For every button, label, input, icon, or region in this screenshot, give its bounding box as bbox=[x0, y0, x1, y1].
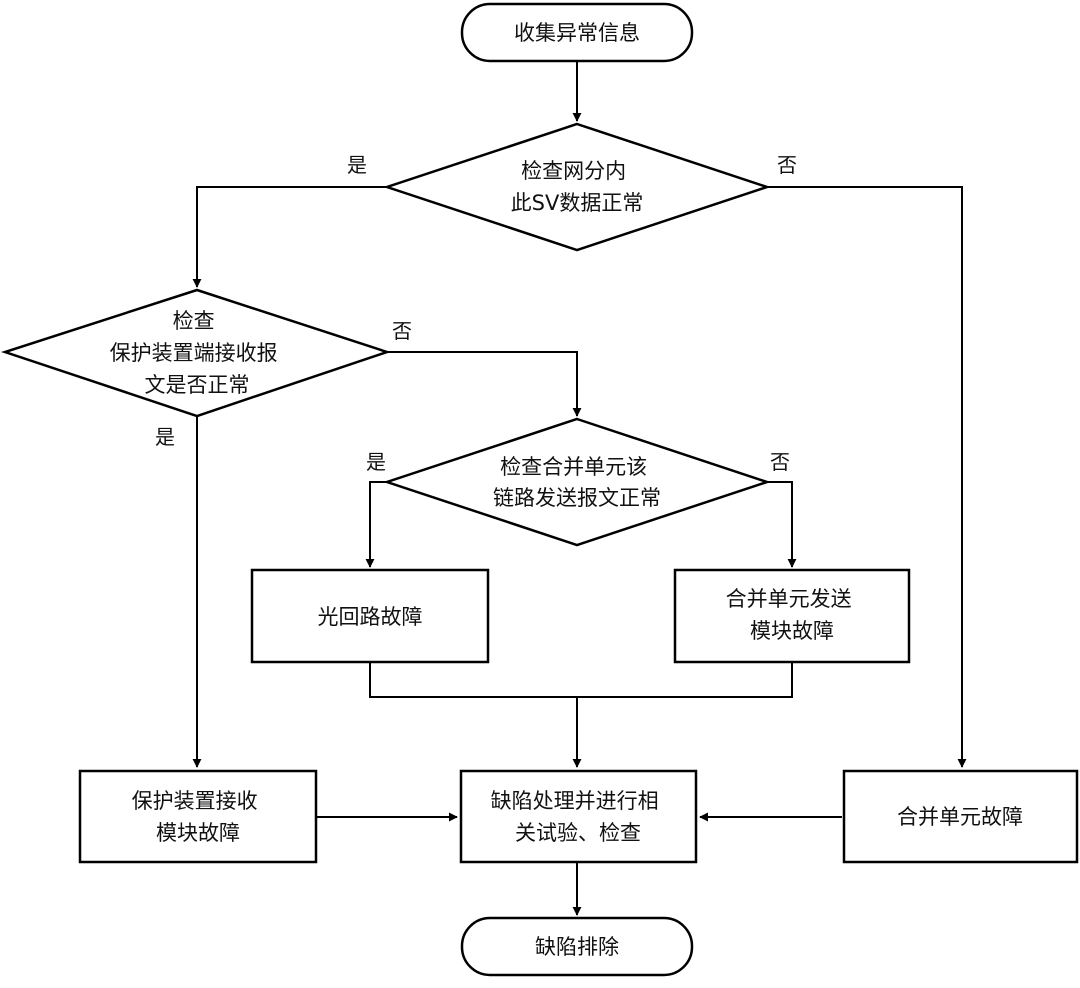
svg-text:合并单元故障: 合并单元故障 bbox=[897, 805, 1023, 829]
end-label: 缺陷排除 bbox=[535, 935, 619, 959]
check-merge-diamond bbox=[383, 417, 771, 547]
svg-text:检查网分内 此SV数据正常: 检查网分内 此SV数据正常 bbox=[511, 159, 644, 215]
check-protect-label-line-1: 检查 bbox=[173, 309, 215, 333]
check-sv-label-line-1: 检查网分内 bbox=[521, 159, 626, 183]
handle-node: 缺陷处理并进行相 关试验、检查 bbox=[459, 769, 698, 864]
sv-no-label: 否 bbox=[777, 153, 797, 177]
merge-send-fault-box bbox=[673, 568, 911, 664]
edge-optical-merge-join bbox=[369, 662, 793, 698]
check-merge-label-line-2: 链路发送报文正常 bbox=[493, 486, 661, 510]
edge-check-protect-no bbox=[387, 351, 582, 417]
merge-yes-label: 是 bbox=[366, 450, 386, 474]
handle-label-line-1: 缺陷处理并进行相 bbox=[491, 789, 659, 813]
merge-fault-label: 合并单元故障 bbox=[897, 805, 1023, 829]
start-terminator bbox=[460, 2, 694, 63]
edge-check-sv-no bbox=[767, 186, 967, 768]
svg-text:否: 否 bbox=[770, 450, 790, 474]
check-sv-decision: 检查网分内 此SV数据正常 bbox=[383, 122, 771, 252]
optical-fault-node: 光回路故障 bbox=[250, 568, 490, 664]
protect-recv-fault-node: 保护装置接收 模块故障 bbox=[78, 769, 318, 864]
svg-text:缺陷处理并进行相 关试验、检查: 缺陷处理并进行相 关试验、检查 bbox=[491, 789, 666, 845]
optical-fault-label: 光回路故障 bbox=[318, 605, 423, 629]
svg-text:合并单元发送 模块故障: 合并单元发送 模块故障 bbox=[726, 587, 859, 643]
svg-text:是: 是 bbox=[347, 153, 367, 177]
merge-fault-box bbox=[842, 769, 1079, 864]
start-label: 收集异常信息 bbox=[514, 21, 640, 45]
sv-yes-label: 是 bbox=[347, 153, 367, 177]
svg-text:是: 是 bbox=[155, 425, 175, 449]
svg-text:否: 否 bbox=[392, 319, 412, 343]
svg-text:光回路故障: 光回路故障 bbox=[318, 605, 423, 629]
svg-text:收集异常信息: 收集异常信息 bbox=[514, 21, 640, 45]
protect-no-label: 否 bbox=[392, 319, 412, 343]
check-protect-label-line-2: 保护装置端接收报 bbox=[110, 341, 278, 365]
check-protect-decision: 检查 保护装置端接收报 文是否正常 bbox=[0, 288, 391, 418]
protect-recv-fault-label-line-1: 保护装置接收 bbox=[132, 789, 258, 813]
merge-send-fault-node: 合并单元发送 模块故障 bbox=[673, 568, 911, 664]
end-terminator bbox=[460, 916, 694, 977]
merge-fault-node: 合并单元故障 bbox=[842, 769, 1079, 864]
handle-label-line-2: 关试验、检查 bbox=[515, 821, 641, 845]
connectors bbox=[192, 61, 967, 916]
svg-text:缺陷排除: 缺陷排除 bbox=[535, 935, 619, 959]
protect-yes-label: 是 bbox=[155, 425, 175, 449]
edge-check-sv-yes bbox=[192, 186, 387, 288]
check-merge-label-line-1: 检查合并单元该 bbox=[500, 455, 647, 479]
protect-recv-fault-box bbox=[78, 769, 318, 864]
check-merge-decision: 检查合并单元该 链路发送报文正常 bbox=[383, 417, 771, 547]
merge-send-fault-label-line-1: 合并单元发送 bbox=[726, 587, 852, 611]
check-sv-diamond bbox=[383, 122, 771, 252]
edge-check-merge-yes bbox=[365, 481, 387, 568]
start-node: 收集异常信息 bbox=[460, 2, 694, 63]
edge-check-merge-no bbox=[767, 481, 797, 568]
branch-labels: 是 否 否 是 是 否 bbox=[155, 153, 797, 474]
svg-text:是: 是 bbox=[366, 450, 386, 474]
check-sv-label-line-2: 此SV数据正常 bbox=[511, 191, 644, 215]
check-protect-diamond bbox=[0, 288, 391, 418]
svg-text:保护装置接收 模块故障: 保护装置接收 模块故障 bbox=[132, 789, 265, 845]
merge-send-fault-label-line-2: 模块故障 bbox=[750, 619, 834, 643]
svg-text:检查 保护装置端接收报 文是否正常: 检查 保护装置端接收报 文是否正常 bbox=[110, 309, 285, 397]
svg-text:检查合并单元该 链路发送报文正常: 检查合并单元该 链路发送报文正常 bbox=[493, 455, 661, 510]
handle-box bbox=[459, 769, 698, 864]
merge-no-label: 否 bbox=[770, 450, 790, 474]
svg-text:否: 否 bbox=[777, 153, 797, 177]
check-protect-label-line-3: 文是否正常 bbox=[145, 373, 250, 397]
protect-recv-fault-label-line-2: 模块故障 bbox=[156, 821, 240, 845]
end-node: 缺陷排除 bbox=[460, 916, 694, 977]
optical-fault-box bbox=[250, 568, 490, 664]
